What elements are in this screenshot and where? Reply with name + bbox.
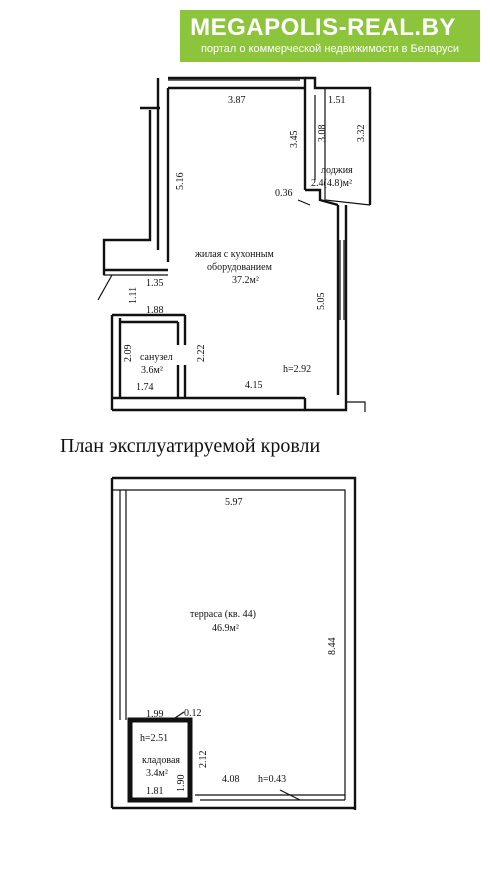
dimension-label: 3.32 bbox=[356, 125, 367, 143]
dimension-label: 0.36 bbox=[275, 188, 293, 199]
room-name-living: жилая с кухонным bbox=[194, 249, 274, 260]
ceiling-height-label: h=0.43 bbox=[258, 774, 286, 785]
dimension-label: 2.09 bbox=[123, 345, 134, 363]
room-area-storage: 3.4м² bbox=[146, 768, 168, 779]
floor-plan-walls bbox=[97, 76, 372, 412]
dimension-label: 1.35 bbox=[146, 278, 164, 289]
room-area-living: 37.2м² bbox=[232, 275, 259, 286]
room-name-terrace: терраса (кв. 44) bbox=[190, 609, 256, 620]
ceiling-height-label: h=2.51 bbox=[140, 733, 168, 744]
room-area-loggia: 2.4(4.8)м² bbox=[311, 178, 352, 189]
site-subtitle: портал о коммерческой недвижимости в Бел… bbox=[200, 43, 460, 55]
dimension-label: 4.08 bbox=[222, 774, 240, 785]
roof-plan-heading: План эксплуатируемой кровли bbox=[60, 435, 320, 457]
dimension-label: 1.51 bbox=[328, 95, 346, 106]
dimension-label: 8.44 bbox=[327, 638, 338, 656]
dimension-label: 3.08 bbox=[317, 125, 328, 143]
dimension-label: 1.74 bbox=[136, 382, 154, 393]
room-name-bathroom: санузел bbox=[140, 352, 173, 363]
dimension-label: 3.45 bbox=[289, 131, 300, 149]
dimension-label: 1.11 bbox=[128, 287, 139, 304]
dimension-label: 1.90 bbox=[176, 775, 187, 793]
dimension-label: 1.81 bbox=[146, 786, 164, 797]
room-area-terrace: 46.9м² bbox=[212, 623, 239, 634]
dimension-label: 2.12 bbox=[198, 751, 209, 769]
room-area-bathroom: 3.6м² bbox=[141, 365, 163, 376]
dimension-label: 3.87 bbox=[228, 95, 246, 106]
dimension-label: 5.16 bbox=[175, 173, 186, 191]
dimension-label: 2.22 bbox=[196, 345, 207, 363]
dimension-label: 0.12 bbox=[184, 708, 202, 719]
dimension-label: 1.99 bbox=[146, 709, 164, 720]
roof-plan-walls bbox=[110, 476, 357, 810]
dimension-label: 1.88 bbox=[146, 305, 164, 316]
room-name-storage: кладовая bbox=[142, 755, 180, 766]
dimension-label: 5.97 bbox=[225, 497, 243, 508]
ceiling-height-label: h=2.92 bbox=[283, 364, 311, 375]
dimension-label: 4.15 bbox=[245, 380, 263, 391]
site-logo-title: MEGAPOLIS-REAL.BY bbox=[190, 14, 456, 41]
site-banner[interactable]: MEGAPOLIS-REAL.BY портал о коммерческой … bbox=[180, 10, 480, 62]
room-name-living: оборудованием bbox=[207, 262, 273, 273]
dimension-label: 5.05 bbox=[316, 293, 327, 311]
room-name-loggia: лоджия bbox=[321, 165, 353, 176]
